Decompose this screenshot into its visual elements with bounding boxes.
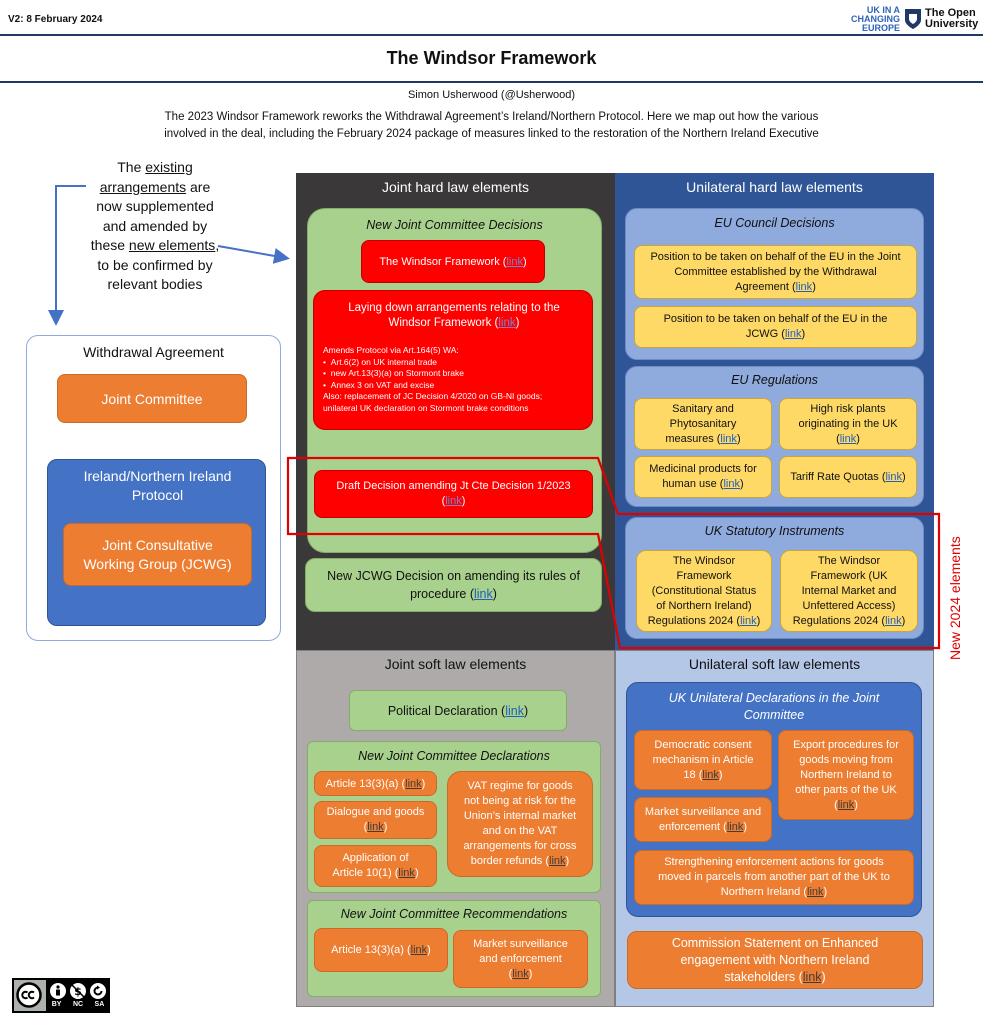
sa-icon xyxy=(90,983,106,999)
protocol-title: Ireland/Northern Ireland Protocol xyxy=(83,468,232,503)
joint-soft-law-title: Joint soft law elements xyxy=(384,656,527,672)
jcwg-box: Joint Consultative Working Group (JCWG) xyxy=(63,523,252,586)
political-declaration[interactable]: Political Declaration (link) xyxy=(349,690,567,731)
eu-council-decisions-title: EU Council Decisions xyxy=(714,216,835,230)
protocol-box: Ireland/Northern Ireland Protocol Joint … xyxy=(47,459,266,626)
cc-license-badge: $ BY NC SA xyxy=(12,978,110,1013)
jc-declarations-title: New Joint Committee Declarations xyxy=(358,749,550,763)
wa-title: Withdrawal Agreement xyxy=(83,344,224,360)
jc-decisions-title: New Joint Committee Decisions xyxy=(366,218,543,232)
uk-statutory-instruments-title: UK Statutory Instruments xyxy=(704,524,845,538)
by-icon xyxy=(50,983,66,999)
cc-icon xyxy=(16,982,42,1008)
unilateral-hard-law-title: Unilateral hard law elements xyxy=(686,179,863,195)
arrow-down xyxy=(48,185,86,326)
cc-labels: $ BY NC SA xyxy=(46,980,110,1011)
jc-recommendations-title: New Joint Committee Recommendations xyxy=(340,907,568,921)
laying-down-arrangements-decision[interactable]: Laying down arrangements relating to the… xyxy=(313,290,593,430)
version-label: V2: 8 February 2024 xyxy=(8,14,103,25)
page-title: The Windsor Framework xyxy=(386,48,597,68)
draft-decision-amending[interactable]: Draft Decision amending Jt Cte Decision … xyxy=(314,470,593,518)
header-rule-top xyxy=(0,34,983,36)
header-rule-bottom xyxy=(0,81,983,83)
joint-hard-law-title: Joint hard law elements xyxy=(381,179,530,195)
author-line: Simon Usherwood (@Usherwood) xyxy=(407,89,576,101)
decl-dialogue-goods[interactable]: Dialogue and goods(link) xyxy=(314,801,437,839)
decl-article-13[interactable]: Article 13(3)(a) (link) xyxy=(314,771,437,796)
ou-shield-icon xyxy=(905,9,921,29)
tariff-rate-quotas[interactable]: Tariff Rate Quotas (link) xyxy=(779,456,917,498)
unilateral-soft-law-title: Unilateral soft law elements xyxy=(688,656,861,672)
cc-sa-label: SA xyxy=(94,1001,105,1008)
windsor-framework-decision[interactable]: The Windsor Framework (link) xyxy=(361,240,545,283)
ukic-logo: UK IN A CHANGING EUROPE xyxy=(851,5,900,33)
cc-nc-label: NC xyxy=(72,1001,84,1008)
nc-icon: $ xyxy=(70,983,86,999)
cc-by-label: BY xyxy=(51,1001,62,1008)
strengthening-enforcement[interactable]: Strengthening enforcement actions for go… xyxy=(634,850,914,905)
new-2024-label: New 2024 elements xyxy=(947,536,963,660)
explanatory-note: The existing arrangements are now supple… xyxy=(90,159,220,292)
intro-line-2: involved in the deal, including the Febr… xyxy=(164,128,819,140)
jcwg-rules-decision[interactable]: New JCWG Decision on amending its rules … xyxy=(305,558,602,612)
position-jcwg[interactable]: Position to be taken on behalf of the EU… xyxy=(634,306,917,348)
open-university-logo: The Open University xyxy=(904,8,978,30)
position-joint-committee[interactable]: Position to be taken on behalf of the EU… xyxy=(634,245,917,299)
withdrawal-agreement-panel: Withdrawal Agreement Joint Committee Ire… xyxy=(26,335,281,641)
rec-article-13[interactable]: Article 13(3)(a) (link) xyxy=(314,928,448,972)
intro-line-1: The 2023 Windsor Framework reworks the W… xyxy=(164,111,819,123)
joint-committee-box: Joint Committee xyxy=(57,374,247,423)
arrow-right xyxy=(217,245,290,264)
eu-regulations-title: EU Regulations xyxy=(731,373,818,387)
